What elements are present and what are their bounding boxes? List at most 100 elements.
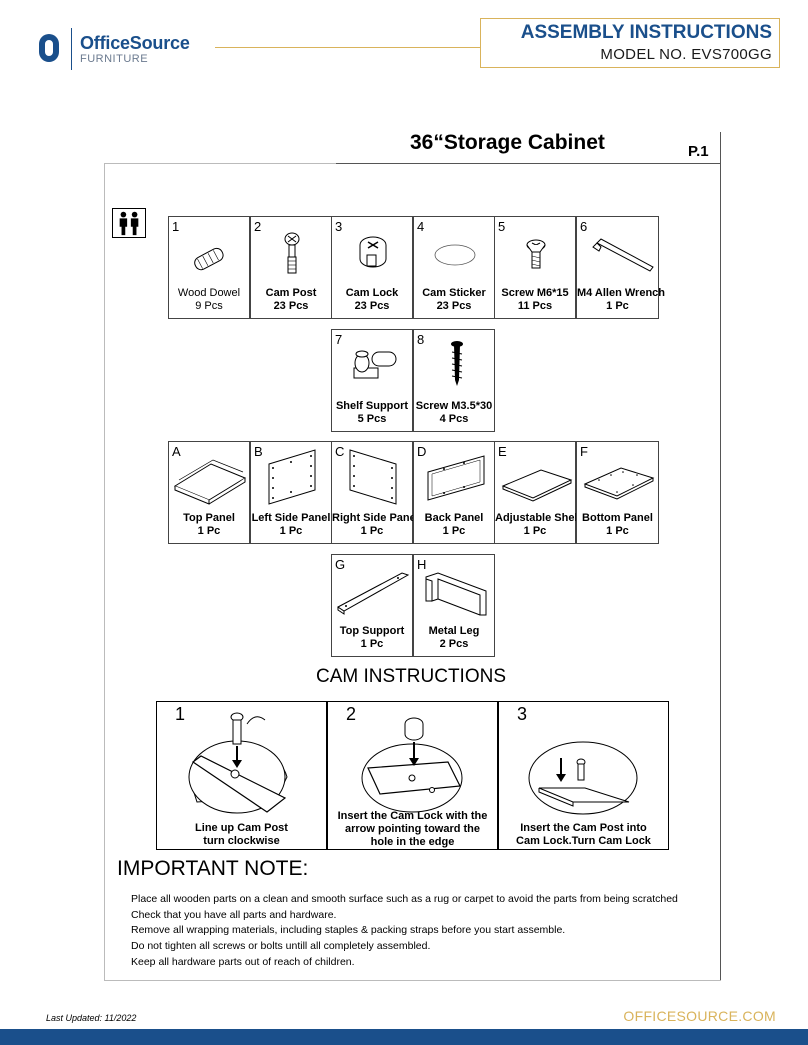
item-number: G (335, 557, 346, 572)
side-panel-icon (268, 449, 316, 505)
title-box (480, 18, 780, 68)
shelf-support-icon (353, 350, 397, 379)
item-name: Metal Leg (428, 625, 480, 637)
cam-post-alignment-diagram (188, 712, 288, 814)
item-number: 6 (580, 219, 588, 234)
cam-step-1: 1 Line up Cam Post turn clockwise (156, 701, 327, 850)
top-panel-icon (173, 459, 247, 505)
panel-item-adjustable-shelf: E Adjustable Shelf 1 Pc (494, 441, 582, 544)
item-qty: 1 Pc (523, 525, 547, 537)
item-number: E (498, 444, 507, 459)
cam-sticker-icon (434, 244, 476, 266)
panel-item-left-side: B Left Side Panel 1 Pc (250, 441, 332, 544)
page-title: 36“Storage Cabinet (410, 131, 605, 154)
note-line: Do not tighten all screws or bolts until… (131, 940, 431, 952)
brand-name: OfficeSource (80, 33, 190, 53)
item-number: F (580, 444, 588, 459)
cam-post-turn-diagram (528, 741, 638, 815)
item-number: 3 (335, 219, 343, 234)
frame-top (336, 163, 720, 164)
item-number: 1 (172, 219, 180, 234)
item-qty: 11 Pcs (517, 300, 553, 312)
header-rule (215, 47, 480, 48)
top-support-icon (337, 572, 410, 615)
note-line: Check that you have all parts and hardwa… (131, 909, 337, 921)
hardware-item-cam-sticker: 4 Cam Sticker 23 Pcs (413, 216, 495, 319)
panel-item-top-support: G Top Support 1 Pc (331, 554, 413, 657)
item-name: Cam Sticker (422, 287, 486, 299)
hardware-item-wood-dowel: 1 Wood Dowel 9 Pcs (168, 216, 250, 319)
panel-item-metal-leg: H Metal Leg 2 Pcs (413, 554, 495, 657)
item-number: 4 (417, 219, 425, 234)
hardware-item-screw-m6: 5 Screw M6*15 11 Pcs (494, 216, 576, 319)
panel-item-top-panel: A Top Panel 1 Pc (168, 441, 250, 544)
two-person-assembly-icon (112, 208, 146, 238)
item-number: A (172, 444, 181, 459)
note-line: Keep all hardware parts out of reach of … (131, 956, 355, 968)
hardware-item-cam-post: 2 Cam Post 23 Pcs (250, 216, 332, 319)
item-number: 2 (254, 219, 262, 234)
last-updated: Last Updated: 11/2022 (46, 1013, 137, 1023)
item-number: C (335, 444, 345, 459)
item-name: Adjustable Shelf (495, 512, 582, 524)
cam-post-icon (284, 232, 300, 274)
item-qty: 1 Pc (360, 638, 384, 650)
model-number: MODEL NO. EVS700GG (600, 46, 772, 63)
doc-type-title: ASSEMBLY INSTRUCTIONS (520, 22, 772, 43)
website-link[interactable]: OFFICESOURCE.COM (623, 1008, 776, 1024)
shelf-panel-icon (501, 469, 573, 502)
item-qty: 23 Pcs (273, 300, 309, 312)
item-name: Back Panel (424, 512, 484, 524)
hardware-item-allen-wrench: 6 M4 Allen Wrench 1 Pc (576, 216, 665, 319)
side-panel-icon (349, 449, 397, 505)
item-qty: 1 Pc (606, 300, 629, 312)
item-name: Screw M6*15 (501, 287, 569, 299)
note-line: Place all wooden parts on a clean and sm… (131, 893, 678, 905)
back-panel-icon (427, 455, 485, 501)
frame-top-left (104, 163, 336, 164)
item-name: Right Side Panel (332, 512, 419, 524)
item-name: Screw M3.5*30 (415, 400, 493, 412)
panel-item-back-panel: D Back Panel 1 Pc (413, 441, 495, 544)
allen-wrench-icon (592, 238, 654, 272)
frame-left (104, 163, 105, 980)
cam-lock-icon (359, 236, 387, 268)
footer-bar (0, 1029, 808, 1045)
item-name: Bottom Panel (582, 512, 653, 524)
metal-leg-icon (425, 572, 487, 616)
brand-subtitle: FURNITURE (80, 53, 149, 65)
item-number: B (254, 444, 263, 459)
panel-item-right-side: C Right Side Panel 1 Pc (331, 441, 419, 544)
page-number: P.1 (688, 143, 709, 160)
item-qty: 5 Pcs (357, 413, 387, 425)
item-name: Cam Lock (345, 287, 399, 299)
hardware-item-shelf-support: 7 Shelf Support 5 Pcs (331, 329, 413, 432)
cam-step-2: 2 Insert the Cam Lock with the arrow poi… (327, 701, 498, 850)
item-qty: 23 Pcs (354, 300, 390, 312)
screw-icon (526, 239, 546, 269)
long-screw-icon (451, 341, 463, 386)
wood-dowel-icon (194, 247, 224, 271)
item-name: Left Side Panel (251, 512, 331, 524)
step-caption: Insert the Cam Post into Cam Lock.Turn C… (516, 822, 651, 847)
item-qty: 1 Pc (606, 525, 629, 537)
hardware-item-cam-lock: 3 Cam Lock 23 Pcs (331, 216, 413, 319)
item-number: H (417, 557, 427, 572)
officesource-logo-icon (39, 34, 59, 62)
item-qty: 1 Pc (360, 525, 384, 537)
item-number: 7 (335, 332, 343, 347)
panel-item-bottom-panel: F Bottom Panel 1 Pc (576, 441, 659, 544)
bottom-panel-icon (583, 467, 655, 500)
item-qty: 4 Pcs (439, 413, 469, 425)
cam-step-3: 3 Insert the Cam Post into Cam Lock.Turn… (498, 701, 669, 850)
frame-bottom (104, 980, 721, 981)
step-caption: Insert the Cam Lock with the arrow point… (337, 810, 488, 848)
item-qty: 9 Pcs (195, 300, 223, 312)
important-note-heading: IMPORTANT NOTE: (117, 857, 309, 880)
item-name: Top Panel (183, 512, 235, 524)
cam-instructions-heading: CAM INSTRUCTIONS (316, 666, 506, 687)
item-name: Top Support (339, 625, 405, 637)
step-number: 3 (517, 704, 528, 724)
item-number: 5 (498, 219, 506, 234)
logo-divider (71, 28, 72, 70)
